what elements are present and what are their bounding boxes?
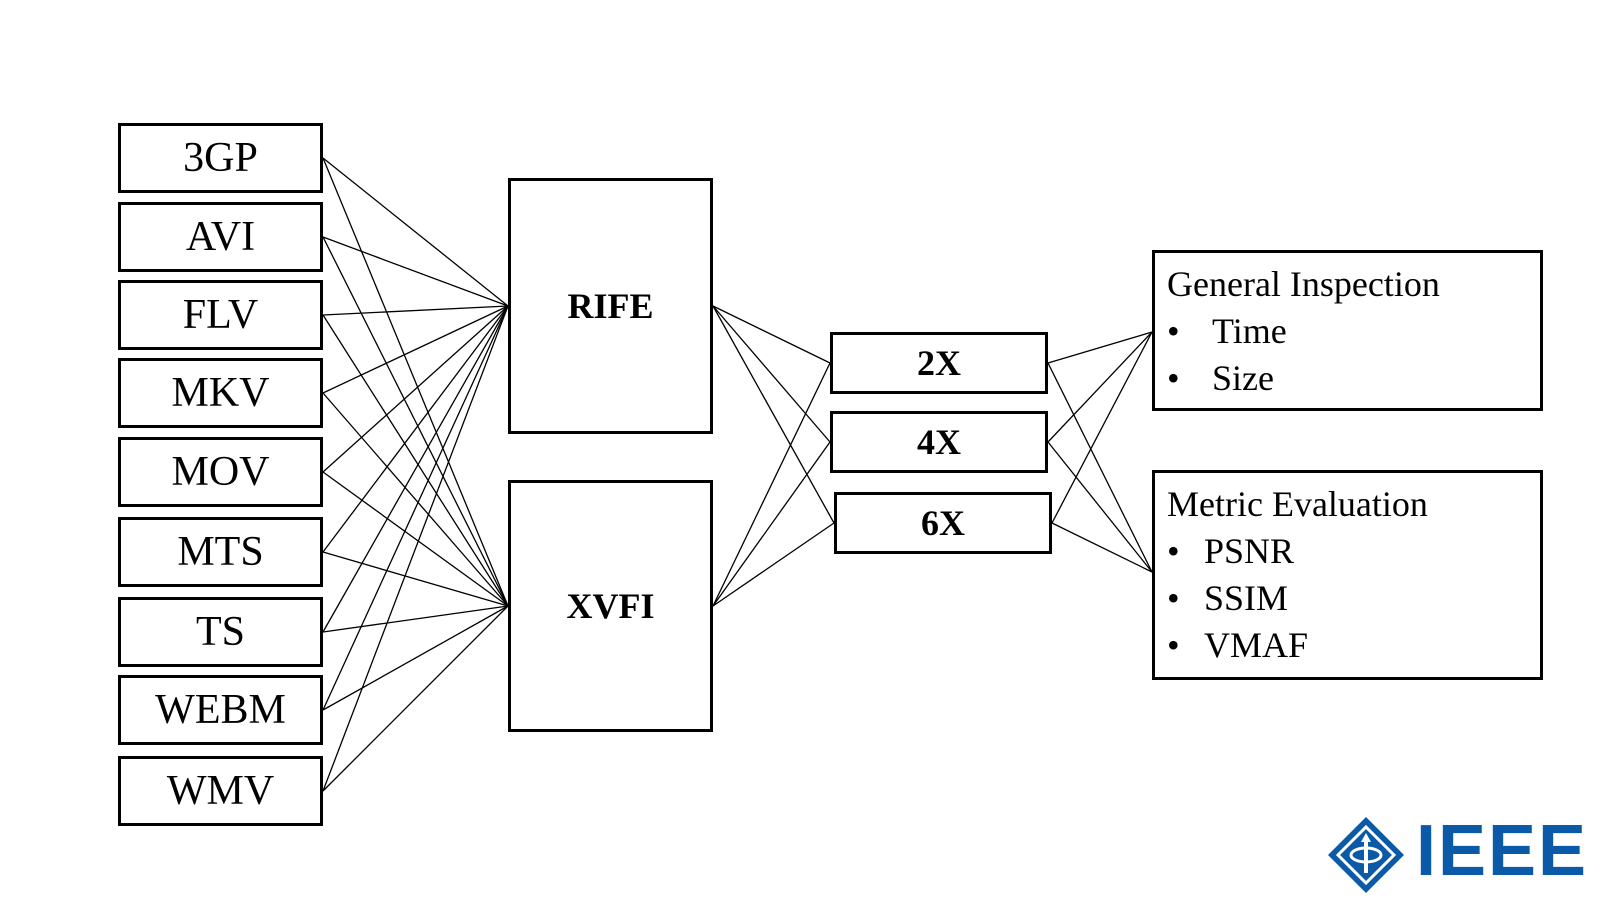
format-to-model-line — [322, 314, 509, 607]
ieee-diamond-icon — [1328, 817, 1404, 893]
factor-label: 6X — [921, 503, 965, 543]
format-to-model-line — [322, 157, 509, 307]
format-to-model-line — [322, 236, 509, 307]
format-label: 3GP — [183, 135, 258, 181]
format-to-model-line — [322, 605, 509, 711]
format-box-mov: MOV — [118, 437, 323, 507]
output-item: Size — [1167, 355, 1540, 402]
format-box-flv: FLV — [118, 280, 323, 350]
format-to-model-line — [322, 471, 509, 607]
format-to-model-line — [322, 551, 509, 607]
factor-to-output-line — [1047, 362, 1153, 573]
factor-label: 4X — [917, 422, 961, 462]
output-item: Time — [1167, 308, 1540, 355]
format-box-mts: MTS — [118, 517, 323, 587]
format-label: WEBM — [155, 687, 286, 733]
format-to-model-line — [322, 305, 509, 394]
output-list: Time Size — [1167, 308, 1540, 402]
factor-to-output-line — [1051, 331, 1153, 524]
model-to-factor-line — [712, 305, 835, 524]
format-to-model-line — [322, 605, 509, 792]
factor-box-2x: 2X — [830, 332, 1048, 394]
format-box-3gp: 3GP — [118, 123, 323, 193]
ieee-logo: IEEE — [1326, 815, 1596, 895]
format-to-model-line — [322, 305, 509, 473]
format-box-wmv: WMV — [118, 756, 323, 826]
output-item: SSIM — [1167, 575, 1540, 622]
format-to-model-line — [322, 305, 509, 792]
format-to-model-line — [322, 305, 509, 553]
output-box-general-inspection: General Inspection Time Size — [1152, 250, 1543, 411]
format-box-mkv: MKV — [118, 358, 323, 428]
factor-to-output-line — [1047, 441, 1153, 573]
factor-label: 2X — [917, 343, 961, 383]
format-to-model-line — [322, 305, 509, 316]
format-to-model-line — [322, 305, 509, 711]
factor-to-output-line — [1047, 331, 1153, 364]
format-label: TS — [195, 609, 245, 655]
output-list: PSNR SSIM VMAF — [1167, 528, 1540, 669]
model-to-factor-line — [712, 305, 831, 364]
format-label: MKV — [171, 370, 270, 416]
output-title: General Inspection — [1167, 264, 1440, 304]
format-to-model-line — [322, 305, 509, 633]
format-label: MOV — [171, 449, 270, 495]
format-to-model-line — [322, 157, 509, 607]
factor-to-output-line — [1051, 522, 1153, 573]
output-box-metric-evaluation: Metric Evaluation PSNR SSIM VMAF — [1152, 470, 1543, 680]
format-box-avi: AVI — [118, 202, 323, 272]
format-to-model-line — [322, 605, 509, 633]
format-box-webm: WEBM — [118, 675, 323, 745]
model-to-factor-line — [712, 305, 831, 443]
format-label: AVI — [185, 214, 256, 260]
output-title: Metric Evaluation — [1167, 484, 1428, 524]
format-label: MTS — [177, 529, 264, 575]
output-item: VMAF — [1167, 622, 1540, 669]
format-to-model-line — [322, 236, 509, 607]
factor-to-output-line — [1047, 331, 1153, 443]
model-to-factor-line — [712, 362, 831, 607]
factor-box-4x: 4X — [830, 411, 1048, 473]
model-label: XVFI — [566, 586, 655, 626]
model-to-factor-line — [712, 441, 831, 607]
format-label: WMV — [166, 768, 275, 814]
model-label: RIFE — [567, 286, 654, 326]
format-label: FLV — [182, 292, 259, 338]
model-to-factor-line — [712, 522, 835, 607]
format-to-model-line — [322, 392, 509, 607]
ieee-logo-text: IEEE — [1416, 811, 1589, 891]
factor-box-6x: 6X — [834, 492, 1052, 554]
model-box-rife: RIFE — [508, 178, 713, 434]
format-box-ts: TS — [118, 597, 323, 667]
model-box-xvfi: XVFI — [508, 480, 713, 732]
output-item: PSNR — [1167, 528, 1540, 575]
